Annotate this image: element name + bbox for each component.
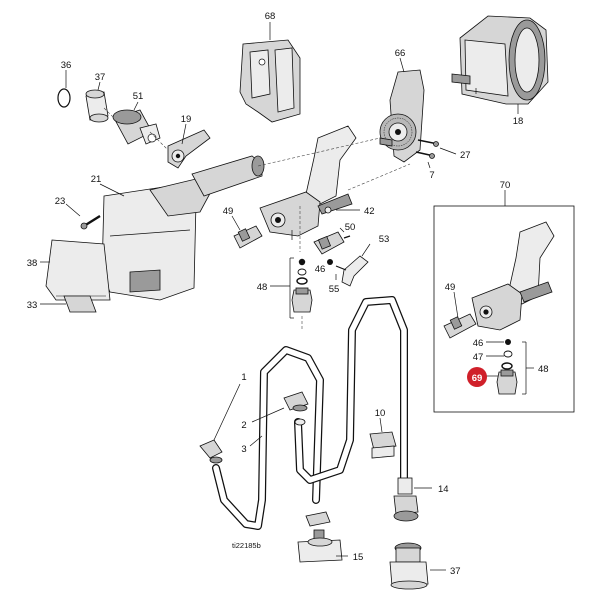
part-10-clamp (369, 431, 397, 459)
part-50-valve (313, 231, 351, 255)
callout-46: 46 (315, 264, 326, 275)
assembly-centerlines (103, 107, 411, 330)
part-42-pump-block (259, 125, 357, 240)
figure-id: ti22185b (232, 541, 261, 550)
part-21-pump-frame (101, 155, 265, 301)
callout-48: 48 (257, 282, 268, 293)
callout-69: 69 (472, 373, 483, 384)
part-1-clamp (199, 439, 223, 464)
part-68-bracket (239, 39, 301, 123)
part-18-motor (451, 15, 549, 105)
callout-48-inset: 48 (538, 364, 549, 375)
callout-7: 7 (429, 170, 434, 181)
callout-68: 68 (265, 11, 276, 22)
part-37-strainer (389, 542, 429, 590)
callout-38: 38 (27, 258, 38, 269)
callout-21: 21 (91, 174, 102, 185)
part-27-screws (415, 139, 439, 159)
part-66-gear-housing (379, 69, 425, 163)
part-33-label (63, 295, 97, 313)
callout-37-bottom: 37 (450, 566, 461, 577)
part-14-swivel (393, 477, 419, 522)
callout-33: 33 (27, 300, 38, 311)
callout-3: 3 (241, 444, 246, 455)
part-49-valve (233, 225, 263, 249)
part-51-pinion-assembly (112, 109, 161, 145)
part-3-hose (212, 296, 408, 530)
callout-42: 42 (364, 206, 375, 217)
callout-49: 49 (223, 206, 234, 217)
part-19-crank (167, 129, 211, 169)
part-37-bushing (85, 89, 109, 123)
callout-10: 10 (375, 408, 386, 419)
part-48-fitting-stack (289, 257, 313, 319)
callout-27: 27 (460, 150, 471, 161)
callout-69-highlight (467, 367, 487, 387)
callout-55: 55 (329, 284, 340, 295)
callout-50: 50 (345, 222, 356, 233)
callout-36: 36 (61, 60, 72, 71)
callout-19: 19 (181, 114, 192, 125)
callout-51: 51 (133, 91, 144, 102)
part-38-cover (45, 239, 111, 301)
part-2-clamp (283, 391, 309, 426)
callout-37: 37 (95, 72, 106, 83)
part-36-retaining-ring (57, 88, 71, 108)
callout-53: 53 (379, 234, 390, 245)
callout-2: 2 (241, 420, 246, 431)
callout-70: 70 (500, 180, 511, 191)
callout-14: 14 (438, 484, 449, 495)
callout-47: 47 (473, 352, 484, 363)
inset-kit-70: 70 49 48 46 47 69 (433, 180, 575, 413)
part-23-screw (80, 214, 101, 230)
callout-49-inset: 49 (445, 282, 456, 293)
callout-1: 1 (241, 372, 246, 383)
part-15-fitting-clamp (297, 511, 343, 563)
callout-23: 23 (55, 196, 66, 207)
callout-46-inset: 46 (473, 338, 484, 349)
callout-15: 15 (353, 552, 364, 563)
part-53-clip (335, 255, 369, 287)
callout-66: 66 (395, 48, 406, 59)
callout-18: 18 (513, 116, 524, 127)
part-46-ball (327, 259, 333, 265)
